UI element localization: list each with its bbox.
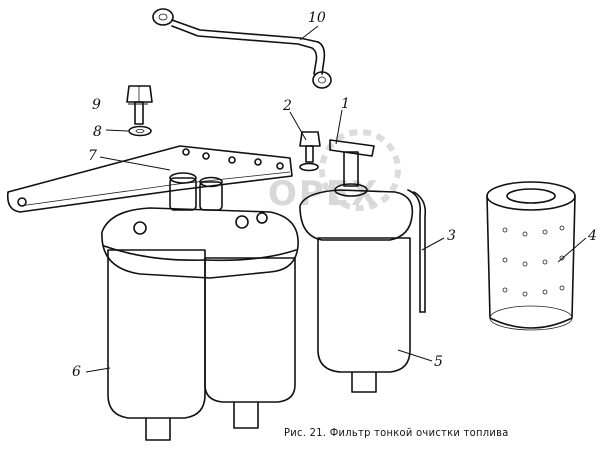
fuel-pipe-part-10 xyxy=(152,8,332,89)
watermark-logo: OPEX xyxy=(268,129,401,214)
filter-element-part-4 xyxy=(486,181,576,331)
washer-part-8 xyxy=(128,125,152,137)
label-5: 5 xyxy=(434,354,443,370)
label-10: 10 xyxy=(308,10,326,26)
bolt-part-9 xyxy=(126,85,153,125)
leader-5 xyxy=(397,349,433,362)
leader-10 xyxy=(299,25,319,41)
watermark-text: OPEX xyxy=(268,174,379,214)
label-8: 8 xyxy=(93,124,102,140)
leader-6 xyxy=(85,367,111,373)
leader-1 xyxy=(335,109,343,145)
part-labels: 10 9 8 7 2 1 3 4 5 6 xyxy=(72,10,597,380)
label-7: 7 xyxy=(88,148,97,164)
bracket-part-7 xyxy=(6,145,293,213)
leader-2 xyxy=(289,111,307,141)
leader-4 xyxy=(557,237,587,263)
leader-3 xyxy=(421,237,445,251)
label-9: 9 xyxy=(92,97,101,113)
label-2: 2 xyxy=(282,98,292,114)
single-filter-part-5 xyxy=(299,189,414,393)
label-6: 6 xyxy=(72,364,81,380)
leader-8 xyxy=(105,129,129,132)
leader-lines xyxy=(85,25,587,373)
label-1: 1 xyxy=(341,96,350,112)
twin-filter-part-6 xyxy=(101,172,299,441)
bolt-washer-part-2 xyxy=(299,131,321,172)
figure-caption: Рис. 21. Фильтр тонкой очистки топлива xyxy=(284,426,509,439)
leader-7 xyxy=(99,156,171,171)
label-4: 4 xyxy=(587,228,597,244)
label-3: 3 xyxy=(447,228,456,244)
drain-rod-part-3 xyxy=(407,189,427,313)
